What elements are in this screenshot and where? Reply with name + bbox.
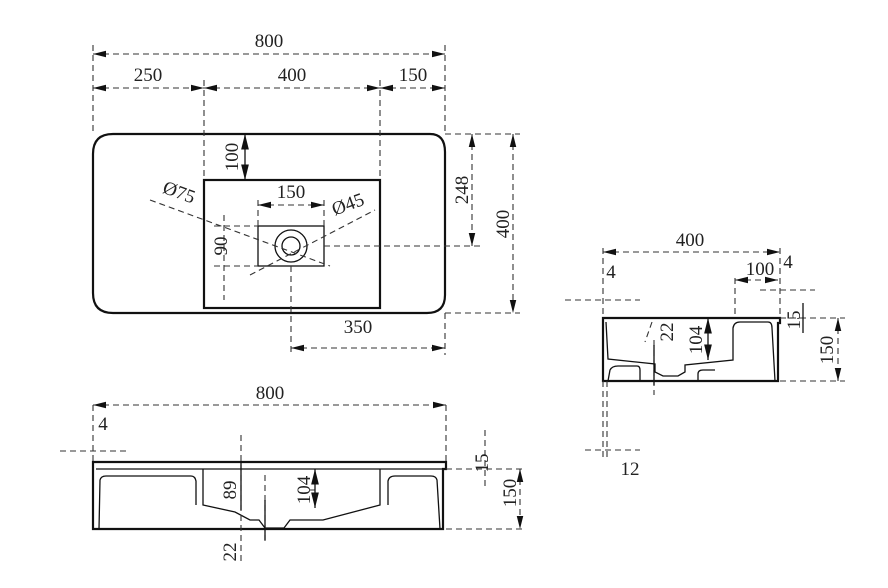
front-view: 800 4 15 150 89 104 22: [60, 383, 525, 565]
dim-front-height: 150: [500, 479, 521, 508]
dim-drain-to-back: 248: [452, 176, 473, 205]
dim-front-basin-depth-front: 89: [220, 481, 241, 500]
dim-drain-box-width: 150: [277, 182, 306, 203]
drain-outer-circle: [274, 229, 308, 263]
dim-back-offset: 100: [222, 143, 243, 172]
dim-front-basin-depth-center: 104: [294, 475, 315, 504]
dim-right-offset: 150: [399, 65, 428, 86]
dim-side-depth: 400: [676, 230, 705, 251]
dim-basin-width: 400: [278, 65, 307, 86]
dim-side-bottom-offset: 12: [621, 459, 640, 480]
dim-side-rear-shelf: 100: [746, 259, 775, 280]
dim-side-height: 150: [817, 336, 838, 365]
dim-side-basin-depth: 104: [686, 325, 707, 354]
front-profile: [91, 460, 448, 531]
dim-front-rim: 15: [472, 454, 493, 473]
dim-front-drain-step: 22: [220, 543, 241, 562]
bowl-outline: [202, 178, 382, 310]
dim-front-width: 800: [256, 383, 285, 404]
dim-side-drain-step: 22: [657, 323, 678, 342]
dim-front-lip: 4: [98, 414, 108, 435]
dim-side-front-lip: 4: [606, 262, 616, 283]
dim-drain-inner-diameter: Ø45: [329, 189, 367, 220]
dim-overall-depth: 400: [493, 210, 514, 239]
dim-overall-width: 800: [255, 31, 284, 52]
dim-drain-to-right: 350: [344, 317, 373, 338]
side-view: 400 4 100 4 15 150 104 22 12: [565, 230, 845, 480]
dim-drain-box-depth: 90: [211, 237, 232, 256]
drain-inner-circle: [281, 236, 301, 256]
basin-outline: [91, 132, 447, 315]
top-view: 800 250 400 150 100 248 400 350 150 90 Ø…: [91, 31, 520, 355]
dim-side-rear-lip: 4: [783, 252, 793, 273]
dim-drain-outer-diameter: Ø75: [160, 177, 198, 208]
dim-left-offset: 250: [134, 65, 163, 86]
dim-side-rim: 15: [784, 311, 805, 330]
